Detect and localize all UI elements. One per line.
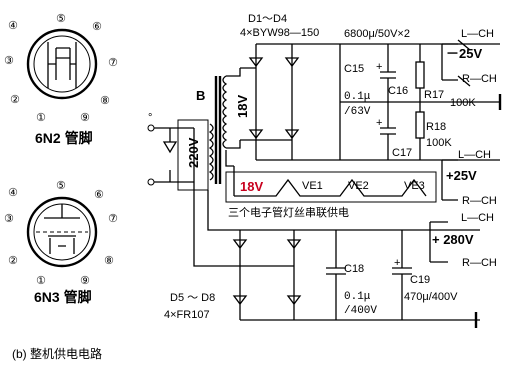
pos280-label: + 280V [432,232,474,247]
tube1-pin6: ⑥ [92,21,102,33]
c17-label: C17 [392,147,412,159]
tube1-pin1: ① [36,112,46,124]
c15-voltage: /63V [344,106,371,118]
c18-label: C18 [344,263,364,275]
pos25-label: +25V [446,168,477,183]
tube-6n2-pinout: ④ ⑤ ⑥ ③ ② ⑦ ⑧ ① ⑨ 6N2 管脚 [4,13,118,146]
c18-voltage: /400V [344,305,377,317]
c15-label: C15 [344,63,364,75]
tube1-pin2: ② [10,94,20,106]
tube1-pin9: ⑨ [80,112,90,124]
r17-value: 100K [450,97,476,109]
tube1-pin4: ④ [8,20,18,32]
output-neg25: L—CH －25V R—CH [441,28,497,87]
tube2-pin2: ② [8,255,18,267]
filament-string: 18V VE1 VE2 VE3 三个电子管灯丝串联供电 [225,166,437,219]
tube1-caption: 6N2 管脚 [35,130,93,146]
mains-input: ° [147,112,178,186]
tube2-pin6: ⑥ [94,189,104,201]
figure-caption: (b) 整机供电电路 [12,346,102,361]
bridge-d5-d8: D5 ～ D8 4×FR107 [164,182,480,321]
bridge-top-part: 4×BYW98—150 [240,27,319,39]
c19-plus: + [394,257,400,269]
c16-label: C16 [388,85,408,97]
c18-value: 0.1μ [344,291,371,303]
top-filter: 6800μ/50V×2 C15 0.1μ /63V + C16 + C17 R1… [339,28,502,161]
tube1-pin7: ⑦ [108,57,118,69]
c16-plus: + [376,61,382,73]
c17-plus: + [376,117,382,129]
tube-6n3-pinout: ④ ⑤ ⑥ ③ ② ⑦ ⑧ ① ⑨ 6N3 管脚 [4,180,118,305]
bridge-top-label: D1～D4 [248,13,287,25]
output-pos280: L—CH + 280V R—CH [429,212,497,269]
r18-label: R18 [426,121,446,133]
pos280-l: L—CH [461,212,494,224]
c19-value: 470μ/400V [404,291,458,303]
tube2-pin4: ④ [8,187,18,199]
filament-caption: 三个电子管灯丝串联供电 [228,205,349,219]
ve1-label: VE1 [302,180,323,192]
pos280-r: R—CH [462,257,497,269]
neg25-r: R—CH [462,73,497,85]
cap-header: 6800μ/50V×2 [344,28,410,40]
c15-value: 0.1μ [344,91,371,103]
transformer-label: B [196,88,205,103]
r17-label: R17 [424,89,444,101]
neg25-l: L—CH [461,28,494,40]
tube1-pin5: ⑤ [56,13,66,25]
output-pos25: L—CH +25V R—CH [441,149,497,207]
neg25-label: －25V [446,46,482,61]
ve2-label: VE2 [348,180,369,192]
transformer: B 220V 18V [170,68,250,191]
pos25-r: R—CH [462,195,497,207]
tube1-pin3: ③ [4,55,14,67]
tube2-pin8: ⑧ [104,255,114,267]
tube2-caption: 6N3 管脚 [34,289,92,305]
tube2-pin3: ③ [4,213,14,225]
secondary-voltage-top: 18V [235,95,250,118]
tube2-pin1: ① [36,275,46,287]
tube1-pin8: ⑧ [100,95,110,107]
primary-voltage: 220V [186,137,201,168]
tube2-pin9: ⑨ [80,275,90,287]
bridge-bottom-part: 4×FR107 [164,309,210,321]
bridge-d1-d4: D1～D4 4×BYW98—150 [240,13,340,161]
bottom-filter: C18 0.1μ /400V + C19 470μ/400V [326,230,478,328]
plug-icon: ° [148,112,152,124]
tube2-pin5: ⑤ [56,180,66,192]
bridge-bottom-label: D5 ～ D8 [170,292,215,304]
tube2-pin7: ⑦ [108,213,118,225]
r18-value: 100K [426,137,452,149]
pos25-l: L—CH [458,149,491,161]
filament-voltage: 18V [240,179,263,194]
ve3-label: VE3 [404,180,425,192]
c19-label: C19 [410,274,430,286]
